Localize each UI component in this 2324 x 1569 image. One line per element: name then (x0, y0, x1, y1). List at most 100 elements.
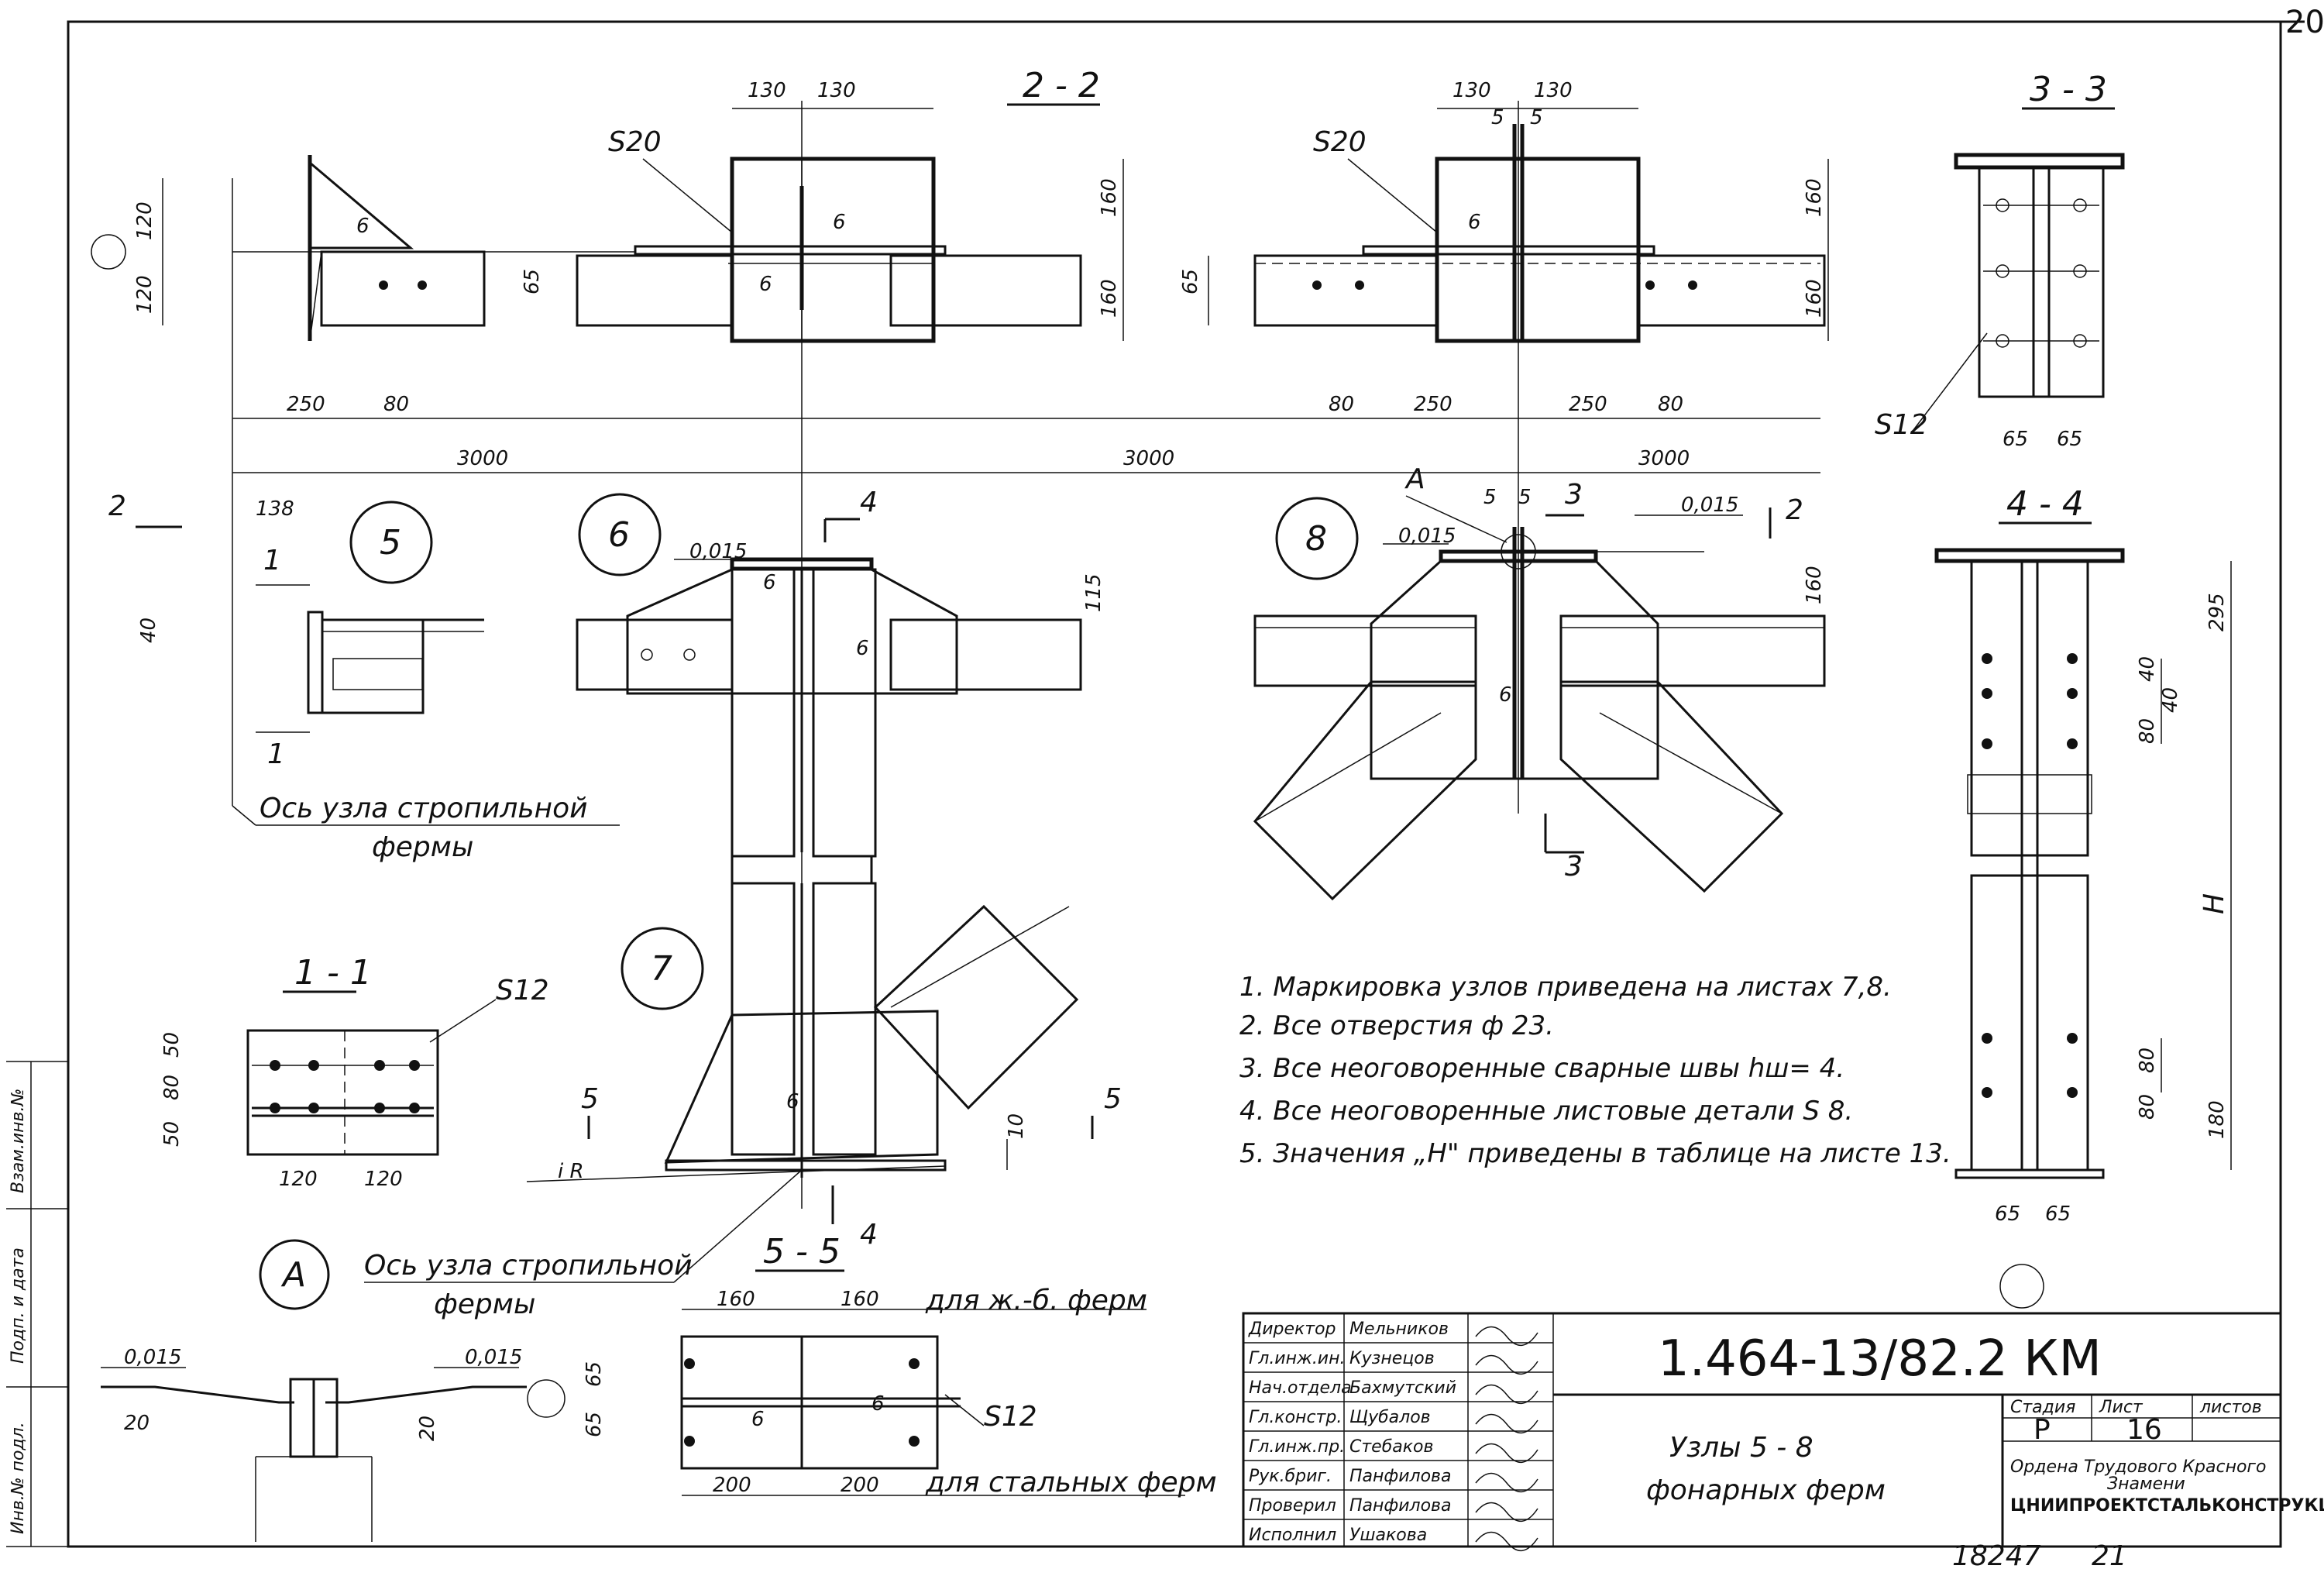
dim-130a: 130 (748, 79, 786, 102)
node-6-label: 6 (608, 515, 630, 555)
section-4-4-axis-marker (1999, 1264, 2044, 1309)
title-line-1: Узлы 5 - 8 (1669, 1432, 1813, 1464)
plate-s12-1: S12 (1875, 409, 1928, 441)
node-A-marker (1501, 534, 1536, 569)
plate-s20-1: S20 (608, 126, 662, 158)
axis-label-2: Ось узла стропильной (364, 1250, 693, 1282)
org-line-1: Ордена Трудового Красного (2010, 1457, 2266, 1477)
section-2-2: 2 - 2 (1023, 66, 1100, 105)
weld-6: 6 (856, 637, 869, 660)
dim-120a: 120 (133, 201, 156, 240)
dim-250a: 250 (287, 393, 325, 416)
node-8-drawing (1253, 527, 1826, 901)
dim-295: 295 (2205, 593, 2229, 631)
top-dimensions: 130 130 130 130 5 5 120 120 65 160 160 6… (133, 66, 1826, 470)
name-2: Бахмутский (1349, 1378, 1456, 1398)
slope-3: 0,015 (1681, 494, 1738, 517)
node-A-label: A (280, 1255, 306, 1295)
dim-3000b: 3000 (1123, 447, 1174, 470)
plate-s12-3: S12 (984, 1401, 1037, 1433)
document-code: 1.464-13/82.2 КМ (1658, 1330, 2102, 1388)
cut-3-top: 3 (1565, 479, 1583, 511)
section-1-1-drawing (246, 999, 497, 1156)
dim-65-44b: 65 (2045, 1203, 2071, 1226)
dim-160b: 160 (1098, 279, 1121, 318)
sheet-corner-number: 20 (2285, 5, 2324, 40)
dim-3000a: 3000 (457, 447, 508, 470)
label-for-rc: для ж.-б. ферм (925, 1285, 1147, 1316)
dim-80d: 80 (2136, 718, 2159, 744)
axis-label-2b: фермы (434, 1289, 535, 1320)
node-7-callout (621, 927, 704, 1010)
dim-40b: 40 (2136, 656, 2159, 682)
stage-value: Р (2033, 1414, 2051, 1446)
dim-120c: 120 (279, 1168, 318, 1191)
node-6-callout (578, 493, 662, 576)
plate-s12-2: S12 (496, 975, 549, 1006)
dim-5d: 5 (1518, 486, 1532, 509)
note-3: 3. Все неоговоренные сварные швы hш= 4. (1239, 1053, 1844, 1084)
dim-50a: 50 (160, 1032, 184, 1058)
dim-120b: 120 (133, 275, 156, 314)
weld-1: 6 (356, 215, 370, 238)
weld-2: 6 (833, 211, 846, 234)
node-5-label: 5 (380, 523, 401, 563)
role-7: Исполнил (1249, 1526, 1336, 1545)
title-line-2: фонарных ферм (1646, 1474, 1886, 1506)
dim-65c: 65 (583, 1361, 606, 1387)
section-5-5-drawing (527, 1309, 1185, 1496)
dim-115: 115 (1082, 573, 1105, 612)
dim-80a: 80 (383, 393, 409, 416)
node-A-callout (259, 1239, 330, 1310)
note-4: 4. Все неоговоренные листовые детали S 8… (1239, 1096, 1853, 1127)
weld-3: 6 (759, 273, 772, 296)
dim-5c: 5 (1483, 486, 1497, 509)
slope-4: 0,015 (124, 1346, 181, 1369)
dim-160g: 160 (841, 1288, 879, 1311)
dim-160f: 160 (717, 1288, 755, 1311)
dim-80g: 80 (160, 1075, 184, 1100)
dim-5a: 5 (1491, 106, 1504, 129)
section-4-4-drawing (1934, 548, 2232, 1179)
dim-250b: 250 (1414, 393, 1452, 416)
dim-130d: 130 (1534, 79, 1573, 102)
name-3: Щубалов (1349, 1408, 1431, 1427)
dim-10: 10 (1005, 1113, 1028, 1139)
dim-50b: 50 (160, 1121, 184, 1147)
top-plan-view (91, 101, 1829, 1209)
cut-4-top: 4 (860, 487, 878, 518)
dim-180: 180 (2205, 1100, 2229, 1139)
name-7: Ушакова (1349, 1526, 1427, 1545)
axis-label-1: Ось узла стропильной (260, 793, 588, 824)
section-3-3: 3 - 3 (2030, 70, 2107, 109)
dim-160c: 160 (1803, 178, 1826, 217)
dim-250c: 250 (1569, 393, 1607, 416)
cut-5-right: 5 (1104, 1083, 1122, 1115)
cut-3-bot: 3 (1565, 851, 1583, 883)
side-stamp: Инв.№ подл. Подп. и дата Взам.инв.№ (9, 1089, 28, 1534)
weld-10: 6 (751, 1408, 765, 1431)
section-5-5: 5 - 5 (763, 1232, 841, 1271)
side-stamp-1: Инв.№ подл. (9, 1422, 28, 1534)
dim-65-44a: 65 (1995, 1203, 2020, 1226)
dim-H: H (2199, 893, 2230, 914)
weld-9: 6 (871, 1392, 885, 1416)
sheet-frame (6, 20, 2305, 1548)
label-for-steel: для стальных ферм (925, 1467, 1217, 1498)
weld-8: 6 (786, 1090, 799, 1113)
dim-80b: 80 (1329, 393, 1354, 416)
dim-3000c: 3000 (1638, 447, 1690, 470)
section-4-4: 4 - 4 (2006, 484, 2084, 524)
node-5-drawing (232, 519, 484, 806)
dim-40: 40 (137, 618, 160, 643)
notes: 1. Маркировка узлов приведена на листах … (1239, 972, 1951, 1169)
slope-5: 0,015 (465, 1346, 522, 1369)
node-A-drawing (101, 1378, 527, 1542)
note-1: 1. Маркировка узлов приведена на листах … (1239, 972, 1892, 1003)
dim-200a: 200 (713, 1474, 751, 1497)
sheet-value: 16 (2126, 1414, 2162, 1446)
dim-80c: 80 (1658, 393, 1683, 416)
bottom-number-2: 21 (2092, 1540, 2127, 1569)
name-6: Панфилова (1349, 1496, 1451, 1516)
